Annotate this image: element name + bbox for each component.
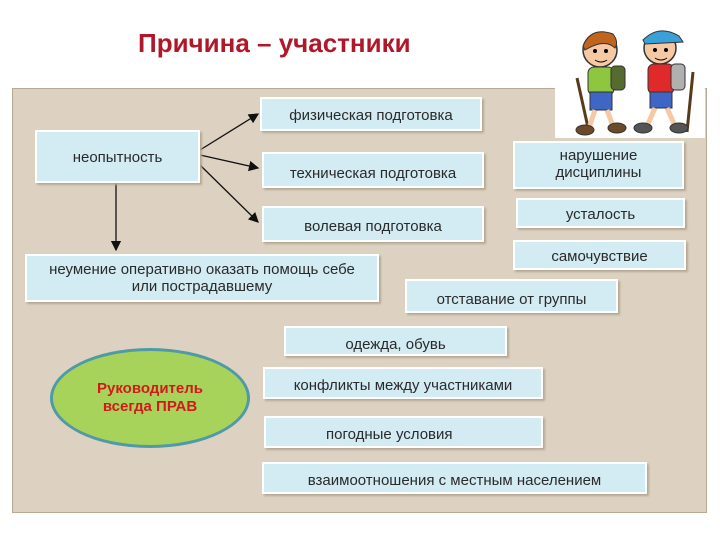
box-physical-training: физическая подготовка — [260, 97, 482, 131]
leader-oval: Руководитель всегда ПРАВ — [50, 348, 250, 448]
arrow-to-willpower — [199, 164, 259, 223]
hiker-left — [575, 31, 627, 136]
arrow-to-physical — [199, 113, 260, 151]
box-help-inability: неумение оперативно оказать помощь себе … — [25, 254, 379, 302]
leader-text: Руководитель всегда ПРАВ — [97, 380, 203, 415]
box-conflicts: конфликты между участниками — [263, 367, 543, 399]
box-inexperience: неопытность — [35, 130, 200, 183]
box-technical-training: техническая подготовка — [262, 152, 484, 188]
hiker-right — [633, 30, 695, 134]
box-weather: погодные условия — [264, 416, 543, 448]
box-fatigue: усталость — [516, 198, 685, 228]
box-willpower-training: волевая подготовка — [262, 206, 484, 242]
hikers-illustration-icon — [555, 20, 705, 138]
box-lagging: отставание от группы — [405, 279, 618, 313]
arrow-to-technical — [199, 154, 260, 172]
page-title: Причина – участники — [138, 28, 411, 58]
box-locals: взаимоотношения с местным населением — [262, 462, 647, 494]
box-wellbeing: самочувствие — [513, 240, 686, 270]
box-discipline-violation: нарушение дисциплины — [513, 141, 684, 189]
box-clothing: одежда, обувь — [284, 326, 507, 356]
